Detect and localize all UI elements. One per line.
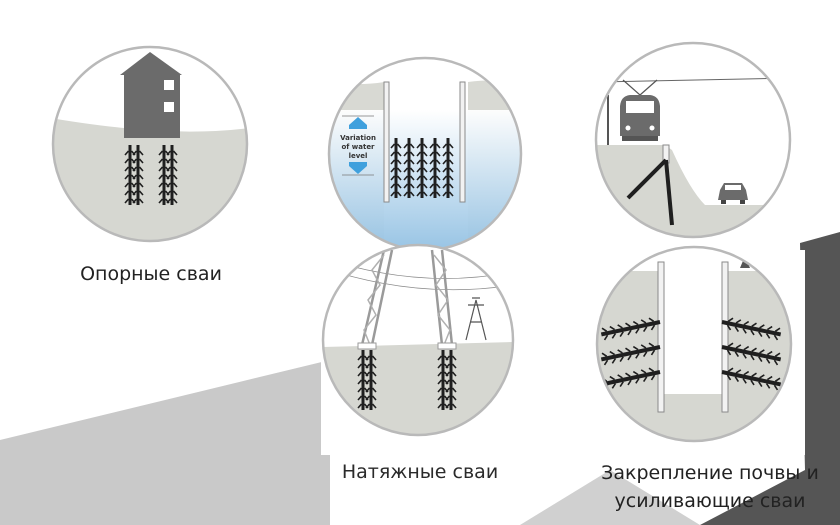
support-piles-illustration	[51, 45, 249, 243]
water-level-arrow-up-icon	[349, 117, 367, 129]
water-label-line3: level	[349, 152, 368, 160]
water-level-illustration: Variation of water level	[327, 56, 523, 252]
caption-anchor-line1: Закрепление почвы и	[601, 462, 819, 484]
slope-anchoring-illustration	[594, 41, 792, 239]
tower-leg-right	[430, 249, 454, 346]
background-shape-light	[0, 360, 330, 525]
water-label-line1: Variation	[340, 134, 376, 142]
water-label-line2: of water	[341, 143, 375, 151]
car-icon	[718, 183, 748, 204]
tower-leg-left	[360, 249, 394, 346]
background-shape-light-right	[520, 470, 700, 525]
caption-support-piles: Опорные сваи	[80, 263, 222, 285]
house-icon	[120, 52, 182, 138]
caption-anchor-line2: усиливающие сваи	[614, 490, 806, 512]
caption-anchor-piles: Закрепление почвы и усиливающие сваи	[590, 459, 830, 515]
tension-piles-illustration	[321, 243, 515, 437]
water-level-arrow-down-icon	[349, 162, 367, 174]
caption-tension-piles: Натяжные сваи	[341, 461, 499, 483]
distant-tower	[465, 297, 487, 341]
train-icon	[620, 79, 660, 141]
